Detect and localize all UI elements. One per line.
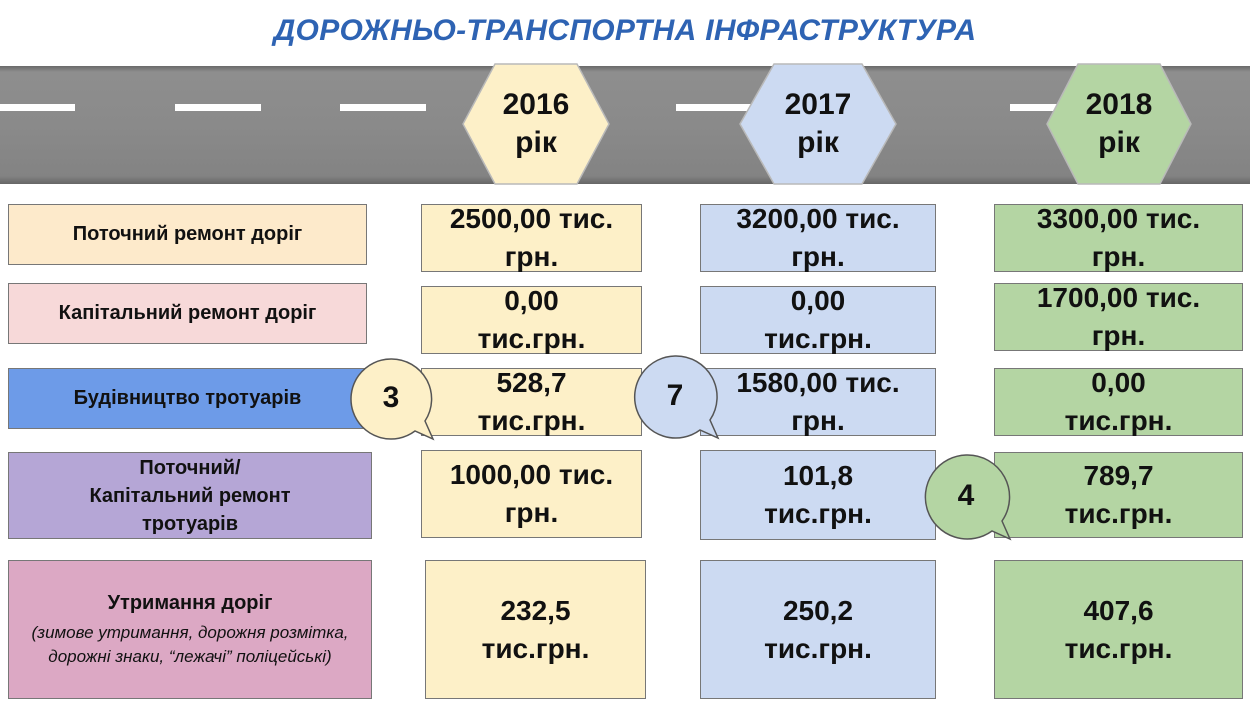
count-bubble-2018: 4 [922, 453, 1014, 543]
value-2016-row1: 2500,00 тис. грн. [421, 203, 642, 272]
row-label-capital-road-repair: Капітальний ремонт доріг [8, 283, 367, 344]
value-2016-row5: 232,5 тис.грн. [425, 560, 646, 699]
value-text: 1000,00 тис. грн. [449, 459, 614, 528]
road-marking [1010, 104, 1085, 111]
value-2016-row2: 0,00 тис.грн. [421, 285, 642, 354]
value-2018-row2: 1700,00 тис. грн. [994, 282, 1243, 351]
speech-bubble-icon [350, 358, 435, 441]
year-2018-label-wrap: 2018 рік [1046, 63, 1192, 185]
year-2016-label: 2016 рік [502, 88, 570, 159]
row-label-text: Утримання доріг [107, 592, 273, 614]
road-banner [0, 66, 1250, 184]
road-marking [340, 104, 426, 111]
count-bubble-2016: 3 [349, 357, 437, 443]
count-bubble-value: 7 [666, 379, 684, 412]
road-marking [0, 104, 75, 111]
row-label-road-maintenance: Утримання доріг (зимове утримання, дорож… [8, 560, 372, 699]
value-text: 0,00 тис.грн. [1064, 367, 1173, 436]
value-2017-row1: 3200,00 тис. грн. [700, 203, 936, 272]
year-2018-label: 2018 рік [1085, 88, 1153, 159]
count-bubble-2017: 7 [632, 354, 722, 442]
value-2016-row3: 528,7 тис.грн. [421, 367, 642, 436]
value-2018-row4: 789,7 тис.грн. [994, 452, 1243, 538]
speech-bubble-icon [924, 454, 1012, 541]
speech-bubble-icon [633, 355, 720, 440]
year-2018-hexagon [1046, 63, 1192, 185]
row-label-text: Будівництво тротуарів [73, 387, 302, 409]
year-2016-hexagon [462, 63, 610, 185]
value-2017-row5: 250,2 тис.грн. [700, 560, 936, 699]
value-text: 528,7 тис.грн. [477, 367, 586, 436]
row-label-text: Капітальний ремонт доріг [58, 302, 317, 324]
value-2016-row4: 1000,00 тис. грн. [421, 450, 642, 538]
value-text: 101,8 тис.грн. [764, 460, 872, 529]
value-2018-row5: 407,6 тис.грн. [994, 560, 1243, 699]
count-bubble-value: 4 [957, 479, 975, 512]
page-title: ДОРОЖНЬО-ТРАНСПОРТНА ІНФРАСТРУКТУРА [273, 14, 977, 47]
value-2017-row4: 101,8 тис.грн. [700, 450, 936, 540]
value-2017-row3: 1580,00 тис. грн. [700, 367, 936, 436]
road-marking [175, 104, 261, 111]
value-2018-row3: 0,00 тис.грн. [994, 367, 1243, 436]
value-text: 1580,00 тис. грн. [736, 367, 900, 436]
value-text: 407,6 тис.грн. [1064, 594, 1173, 664]
value-2018-row1: 3300,00 тис. грн. [994, 203, 1243, 272]
value-text: 3200,00 тис. грн. [736, 203, 900, 272]
road-marking [676, 104, 762, 111]
row-label-sidewalk-construction: Будівництво тротуарів [8, 368, 367, 429]
row-label-current-road-repair: Поточний ремонт доріг [8, 204, 367, 265]
value-text: 789,7 тис.грн. [1064, 460, 1173, 529]
value-2017-row2: 0,00 тис.грн. [700, 285, 936, 354]
value-text: 250,2 тис.грн. [764, 594, 872, 664]
value-text: 1700,00 тис. грн. [1036, 282, 1201, 351]
year-2017-hexagon [739, 63, 897, 185]
row-label-sidewalk-repair: Поточний/ Капітальний ремонт тротуарів [8, 452, 372, 539]
count-bubble-value: 3 [382, 381, 400, 414]
value-text: 0,00 тис.грн. [764, 285, 872, 354]
year-2017-label: 2017 рік [784, 88, 852, 159]
value-text: 232,5 тис.грн. [481, 594, 590, 664]
year-2016-label-wrap: 2016 рік [462, 63, 610, 185]
value-text: 0,00 тис.грн. [477, 285, 586, 354]
year-2017-label-wrap: 2017 рік [739, 63, 897, 185]
row-sublabel-text: (зимове утримання, дорожня розмітка, дор… [31, 623, 349, 666]
value-text: 3300,00 тис. грн. [1036, 203, 1201, 272]
row-label-text: Поточний ремонт доріг [72, 223, 303, 245]
row-label-text: Поточний/ Капітальний ремонт тротуарів [89, 456, 291, 535]
value-text: 2500,00 тис. грн. [449, 203, 614, 272]
